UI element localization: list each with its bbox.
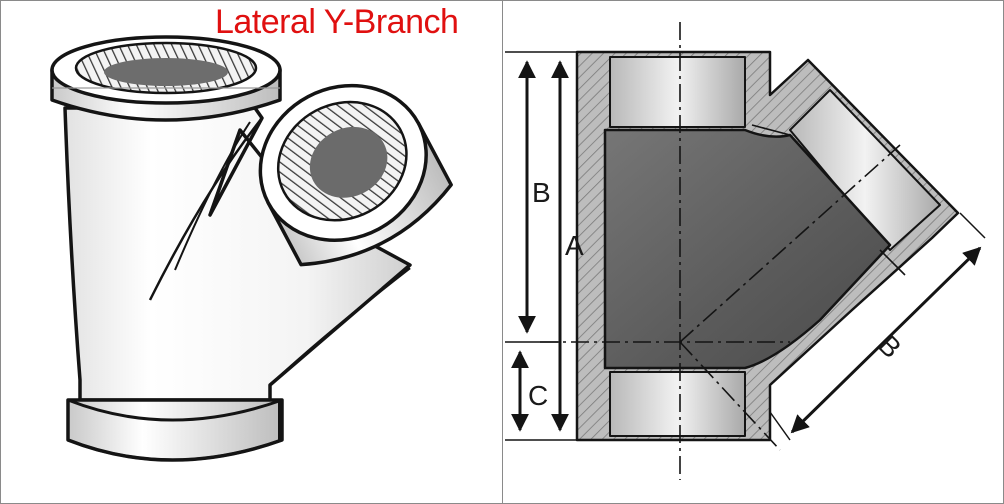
panel-divider	[502, 0, 503, 504]
page-title: Lateral Y-Branch	[215, 3, 459, 41]
pipe-fitting-illustration	[50, 35, 453, 462]
perspective-view	[50, 35, 453, 462]
